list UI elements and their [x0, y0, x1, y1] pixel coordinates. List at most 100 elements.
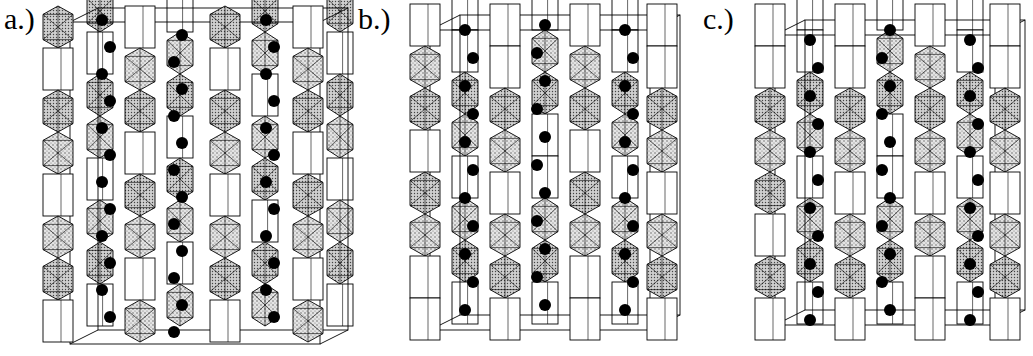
cation-dot: [964, 146, 976, 158]
octahedron-edge: [612, 273, 638, 274]
octahedron: [570, 88, 600, 130]
octahedron-edge: [532, 38, 558, 63]
octahedron: [252, 0, 278, 32]
octahedron: [327, 200, 353, 242]
octahedron-edge: [252, 65, 278, 66]
cation-dot: [168, 110, 180, 122]
octahedron: [755, 130, 785, 172]
octahedron-edge: [570, 54, 600, 55]
octahedron-edge: [957, 80, 983, 81]
octahedron-edge: [835, 163, 865, 164]
octahedron-edge: [990, 121, 1020, 122]
cation-dot: [531, 47, 543, 59]
cation-dot: [804, 146, 816, 158]
prism: [835, 46, 865, 88]
structure-panel: [410, 0, 680, 340]
prism: [835, 172, 865, 214]
prism: [797, 156, 823, 198]
octahedron-edge: [210, 224, 240, 249]
octahedron-edge: [327, 124, 353, 149]
octahedron: [327, 116, 353, 158]
octahedron-edge: [877, 206, 903, 207]
prism-edge: [228, 174, 229, 216]
octahedron-edge: [835, 96, 865, 121]
prism: [570, 256, 600, 298]
octahedron-edge: [755, 289, 785, 290]
octahedron-edge: [452, 80, 478, 105]
prism: [410, 298, 440, 340]
octahedron: [532, 30, 558, 72]
prism: [125, 258, 155, 300]
octahedron-edge: [125, 56, 155, 81]
octahedron-edge: [755, 264, 785, 265]
prism: [167, 0, 193, 32]
octahedron: [125, 48, 155, 90]
cation-dot: [260, 122, 272, 134]
prism-edge: [665, 4, 666, 46]
cation-dot: [168, 272, 180, 284]
octahedron-edge: [835, 96, 865, 97]
octahedron-edge: [835, 264, 865, 289]
prism: [532, 282, 558, 324]
octahedron-edge: [835, 222, 865, 223]
octahedron-edge: [755, 163, 785, 164]
octahedron: [755, 88, 785, 130]
octahedron-edge: [915, 54, 945, 55]
octahedron-edge: [340, 0, 341, 32]
prism: [452, 282, 478, 324]
cation-dot: [539, 131, 551, 143]
octahedron: [647, 88, 677, 130]
octahedron-edge: [990, 96, 1020, 121]
octahedron-edge: [835, 222, 865, 247]
cation-dot: [812, 62, 824, 74]
cation-dot: [459, 136, 471, 148]
octahedron-edge: [210, 165, 240, 166]
octahedron-edge: [125, 81, 155, 82]
octahedron-edge: [990, 222, 1020, 247]
cation-dot: [876, 164, 888, 176]
prism: [835, 4, 865, 46]
octahedron-edge: [252, 250, 278, 251]
octahedron-edge: [490, 222, 520, 247]
octahedron-edge: [797, 248, 823, 273]
octahedron: [877, 198, 903, 240]
prism-edge: [588, 298, 589, 340]
octahedron-edge: [167, 208, 193, 209]
octahedron-edge: [293, 207, 323, 208]
prism-edge: [812, 0, 813, 30]
octahedron-edge: [755, 180, 785, 205]
octahedron-edge: [452, 273, 478, 274]
prism: [647, 172, 677, 214]
octahedron: [410, 46, 440, 88]
octahedron-edge: [915, 121, 945, 122]
cation-dot: [104, 203, 116, 215]
octahedron: [125, 90, 155, 132]
octahedron-edge: [125, 182, 155, 207]
prism-edge: [892, 282, 893, 324]
prism-edge: [508, 172, 509, 214]
prism-edge: [428, 298, 429, 340]
prism: [915, 256, 945, 298]
prism: [612, 30, 638, 72]
octahedron-edge: [167, 208, 193, 233]
octahedron-edge: [570, 96, 600, 121]
octahedron-edge: [647, 138, 677, 163]
unit-cell-edge: [70, 330, 98, 344]
cation-dot: [260, 230, 272, 242]
cation-dot: [260, 176, 272, 188]
prism-edge: [508, 4, 509, 46]
octahedron-edge: [410, 222, 440, 223]
prism: [532, 114, 558, 156]
octahedron: [293, 174, 323, 216]
octahedron-edge: [452, 248, 478, 273]
octahedron-edge: [125, 98, 155, 99]
cation-dot: [268, 149, 280, 161]
octahedron: [797, 72, 823, 114]
octahedron-edge: [990, 163, 1020, 164]
octahedron: [252, 32, 278, 74]
prism-edge: [428, 256, 429, 298]
unit-cell-front: [70, 22, 320, 344]
octahedron: [87, 0, 113, 32]
octahedron-edge: [490, 264, 520, 265]
